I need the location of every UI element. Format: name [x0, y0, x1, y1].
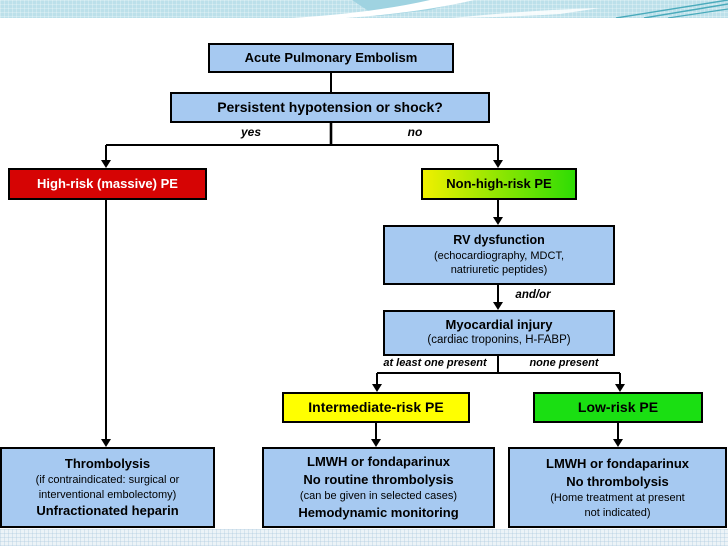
treatment-line: LMWH or fondaparinux	[307, 454, 450, 470]
treatment-line: (can be given in selected cases)	[299, 490, 458, 503]
arrowhead	[101, 160, 111, 168]
label-and-or: and/or	[515, 289, 551, 301]
node-acute-pulmonary-embolism: Acute Pulmonary Embolism	[208, 43, 454, 73]
arrowhead	[615, 384, 625, 392]
treatment-line: No thrombolysis	[566, 474, 669, 490]
treatment-line: LMWH or fondaparinux	[546, 456, 689, 472]
arrowhead	[613, 439, 623, 447]
node-low-risk-pe: Low-risk PE	[533, 392, 703, 423]
arrowhead	[493, 160, 503, 168]
node-label: Intermediate-risk PE	[308, 398, 444, 415]
banner-corner-line	[667, 8, 728, 18]
node-hypotension-question: Persistent hypotension or shock?	[170, 92, 490, 123]
banner-swoosh-shape-2	[452, 8, 600, 18]
treatment-line: Thrombolysis	[64, 456, 151, 472]
node-intermediate-risk-pe: Intermediate-risk PE	[282, 392, 470, 423]
node-label: Low-risk PE	[577, 398, 659, 415]
node-title: RV dysfunction	[453, 232, 545, 247]
node-myocardial-injury: Myocardial injury (cardiac troponins, H-…	[383, 310, 615, 356]
treatment-line: Unfractionated heparin	[36, 502, 179, 518]
arrowhead	[101, 439, 111, 447]
node-label: Acute Pulmonary Embolism	[244, 49, 418, 65]
slide-footer-decoration	[0, 529, 728, 546]
banner-corner-line	[643, 3, 728, 18]
label-at-least-one-present: at least one present	[383, 357, 487, 369]
label-no: no	[407, 125, 423, 139]
node-detail: natriuretic peptides)	[450, 263, 548, 276]
node-label: Persistent hypotension or shock?	[217, 98, 443, 115]
node-title: Myocardial injury	[445, 317, 553, 333]
arrowhead	[372, 384, 382, 392]
treatment-line: (Home treatment at present	[550, 492, 685, 505]
label-yes: yes	[240, 125, 262, 139]
arrowhead	[493, 302, 503, 310]
treatment-line: Hemodynamic monitoring	[298, 504, 459, 520]
node-high-risk-pe: High-risk (massive) PE	[8, 168, 207, 200]
label-none-present: none present	[529, 357, 599, 369]
arrowhead	[493, 217, 503, 225]
node-non-high-risk-pe: Non-high-risk PE	[421, 168, 577, 200]
banner-corner-line	[615, 0, 728, 18]
node-label: High-risk (massive) PE	[37, 175, 178, 191]
treatment-line: not indicated)	[584, 506, 651, 519]
treatment-line: (if contraindicated: surgical or	[35, 474, 180, 487]
node-treatment-low-risk: LMWH or fondaparinux No thrombolysis (Ho…	[508, 447, 727, 528]
node-label: Non-high-risk PE	[446, 175, 552, 191]
node-detail: (echocardiography, MDCT,	[433, 249, 564, 262]
arrowhead	[371, 439, 381, 447]
node-rv-dysfunction: RV dysfunction (echocardiography, MDCT, …	[383, 225, 615, 285]
treatment-line: interventional embolectomy)	[38, 488, 177, 501]
node-treatment-intermediate-risk: LMWH or fondaparinux No routine thrombol…	[262, 447, 495, 528]
treatment-line: No routine thrombolysis	[303, 472, 454, 488]
slide-header-decoration	[0, 0, 728, 18]
node-treatment-high-risk: Thrombolysis (if contraindicated: surgic…	[0, 447, 215, 528]
banner-swoosh-graphic	[292, 0, 728, 18]
banner-swoosh-shape	[292, 0, 474, 18]
node-detail: (cardiac troponins, H-FABP)	[427, 334, 571, 347]
